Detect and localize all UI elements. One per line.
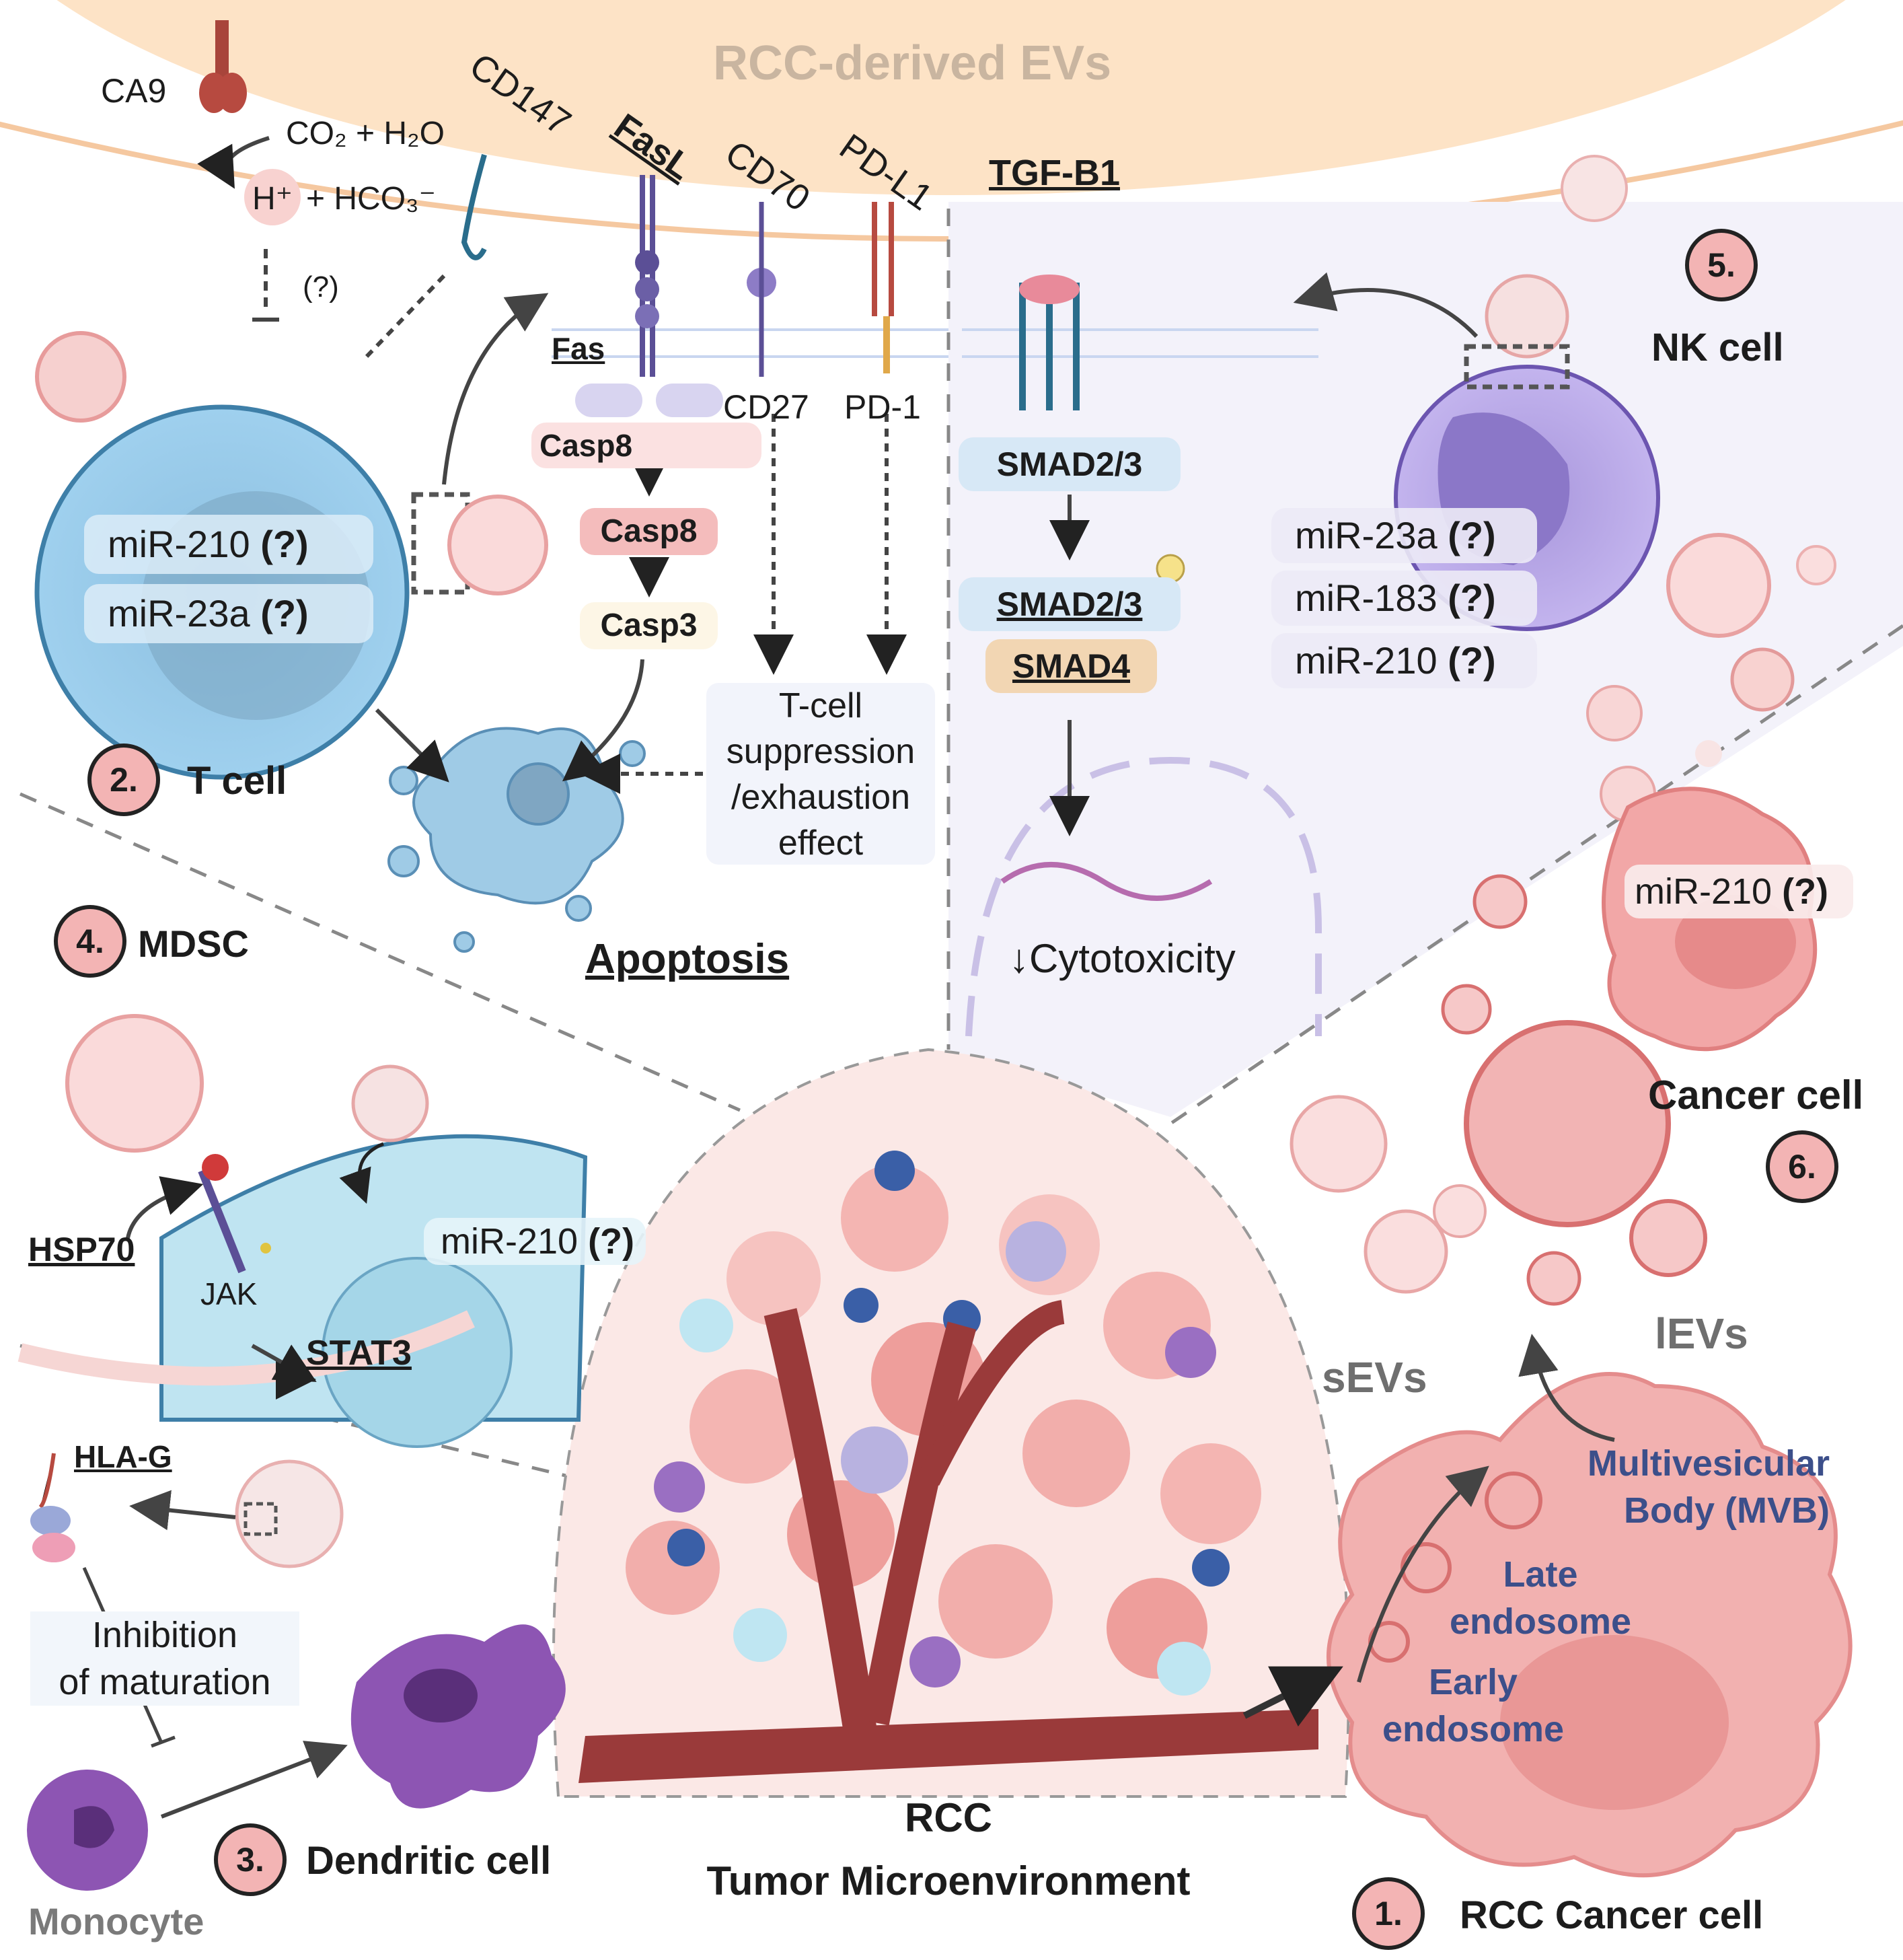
- suppression-line-4: effect: [778, 824, 864, 863]
- cancer-mirna-q: (?): [1782, 871, 1829, 912]
- casp8-a: Casp8: [531, 423, 761, 468]
- cytotoxicity-label: ↓Cytotoxicity: [1009, 936, 1236, 981]
- tcell-mirna-1-q: (?): [260, 523, 309, 565]
- hlag-label: HLA-G: [74, 1439, 172, 1474]
- suppression-line-1: T-cell: [778, 686, 863, 725]
- co2-h2o-label: CO₂ + H₂O: [286, 116, 445, 151]
- mdsc-mirna-name: miR-210: [441, 1221, 579, 1262]
- dc-illustration: [17, 1310, 566, 1891]
- stat3-label: STAT3: [306, 1334, 412, 1373]
- early-line-2: endosome: [1382, 1709, 1565, 1749]
- late-endosome-label: Late endosome: [1433, 1551, 1648, 1645]
- tme-illustration: [552, 1048, 1350, 1798]
- nk-mirna-2-q: (?): [1448, 577, 1496, 619]
- monocyte-label: Monocyte: [28, 1900, 204, 1943]
- smad23-a: SMAD2/3: [959, 437, 1181, 491]
- badge-1: 1.: [1352, 1877, 1425, 1950]
- inhibition-line-1: Inhibition: [91, 1615, 238, 1655]
- smad23-b: SMAD2/3: [959, 577, 1181, 631]
- tcell-label: T cell: [187, 759, 287, 803]
- pd1-label: PD-1: [844, 388, 921, 426]
- tme-line-2: Tumor Microenvironment: [706, 1858, 1191, 1903]
- receptor-illustrations: [199, 20, 1080, 417]
- header-title: RCC-derived EVs: [713, 36, 1112, 90]
- tme-label: RCC Tumor Microenvironment: [646, 1786, 1251, 1913]
- cancer-cell-label: Cancer cell: [1648, 1073, 1864, 1118]
- badge-3: 3.: [214, 1823, 287, 1896]
- badge-2: 2.: [87, 743, 160, 816]
- dc-label: Dendritic cell: [306, 1839, 552, 1883]
- rcc-cell-label: RCC Cancer cell: [1460, 1893, 1764, 1937]
- nucleus-outline: [965, 756, 1322, 1037]
- mvb-line-1: Multivesicular: [1587, 1443, 1830, 1484]
- nk-mirna-3-name: miR-210: [1295, 639, 1438, 682]
- tcell-mirna-2-name: miR-23a: [108, 592, 250, 634]
- mdsc-inner-arrow: [339, 1142, 384, 1204]
- cancer-mirna-name: miR-210: [1635, 871, 1773, 912]
- suppression-box: T-cell suppression /exhaustion effect: [706, 683, 935, 865]
- tcell-mirna-1: miR-210 (?): [84, 515, 373, 574]
- arrows: [82, 136, 1615, 1819]
- late-line-1: Late: [1503, 1554, 1578, 1595]
- suppression-line-2: suppression: [726, 732, 916, 771]
- nk-mirna-2: miR-183 (?): [1271, 571, 1537, 626]
- cancer-cell-illustration: [1290, 787, 1818, 1306]
- apoptosis-label: Apoptosis: [585, 936, 790, 982]
- nk-label: NK cell: [1651, 326, 1784, 369]
- inhibition-line-2: of maturation: [59, 1662, 271, 1702]
- levs-label: lEVs: [1655, 1309, 1748, 1358]
- early-line-1: Early: [1428, 1662, 1518, 1702]
- casp8-b: Casp8: [580, 508, 718, 555]
- mdsc-illustration: [65, 1014, 588, 1448]
- mdsc-label: MDSC: [138, 922, 249, 965]
- mdsc-mirna: miR-210 (?): [424, 1218, 646, 1265]
- tcell-mirna-2: miR-23a (?): [84, 584, 373, 643]
- late-line-2: endosome: [1449, 1601, 1632, 1642]
- mdsc-mirna-q: (?): [588, 1221, 635, 1262]
- jak-label: JAK: [200, 1276, 258, 1311]
- early-endosome-label: Early endosome: [1366, 1659, 1581, 1753]
- tcell-mirna-2-q: (?): [260, 592, 309, 634]
- mvb-label: Multivesicular Body (MVB): [1534, 1440, 1830, 1534]
- nk-mirna-3-q: (?): [1448, 639, 1496, 682]
- tgfb1-label: TGF-B1: [989, 153, 1120, 193]
- dna-strand: [1000, 862, 1213, 901]
- suppression-line-3: /exhaustion: [731, 778, 910, 817]
- smad4: SMAD4: [985, 639, 1157, 693]
- nk-mirna-1-q: (?): [1448, 514, 1496, 556]
- badge-4: 4.: [54, 905, 126, 978]
- h-plus-label: H⁺: [252, 181, 293, 217]
- cancer-mirna: miR-210 (?): [1625, 865, 1853, 918]
- badge-6: 6.: [1766, 1130, 1838, 1203]
- hsp70-label: HSP70: [28, 1231, 135, 1268]
- sevs-label: sEVs: [1322, 1353, 1427, 1402]
- nk-mirna-3: miR-210 (?): [1271, 633, 1537, 688]
- nk-mirna-1-name: miR-23a: [1295, 514, 1438, 556]
- inhibition-box: Inhibition of maturation: [30, 1611, 299, 1706]
- nk-mirna-2-name: miR-183: [1295, 577, 1438, 619]
- casp3: Casp3: [580, 602, 718, 649]
- tme-line-1: RCC: [905, 1795, 992, 1840]
- ca9-label: CA9: [101, 72, 167, 110]
- fas-label: Fas: [552, 331, 605, 366]
- tcell-mirna-1-name: miR-210: [108, 523, 250, 565]
- nk-mirna-1: miR-23a (?): [1271, 508, 1537, 563]
- badge-5: 5.: [1685, 229, 1758, 301]
- hco3-label: + HCO₃⁻: [306, 181, 436, 217]
- cd27-label: CD27: [723, 388, 809, 426]
- question-label: (?): [303, 270, 339, 303]
- mvb-line-2: Body (MVB): [1624, 1490, 1830, 1531]
